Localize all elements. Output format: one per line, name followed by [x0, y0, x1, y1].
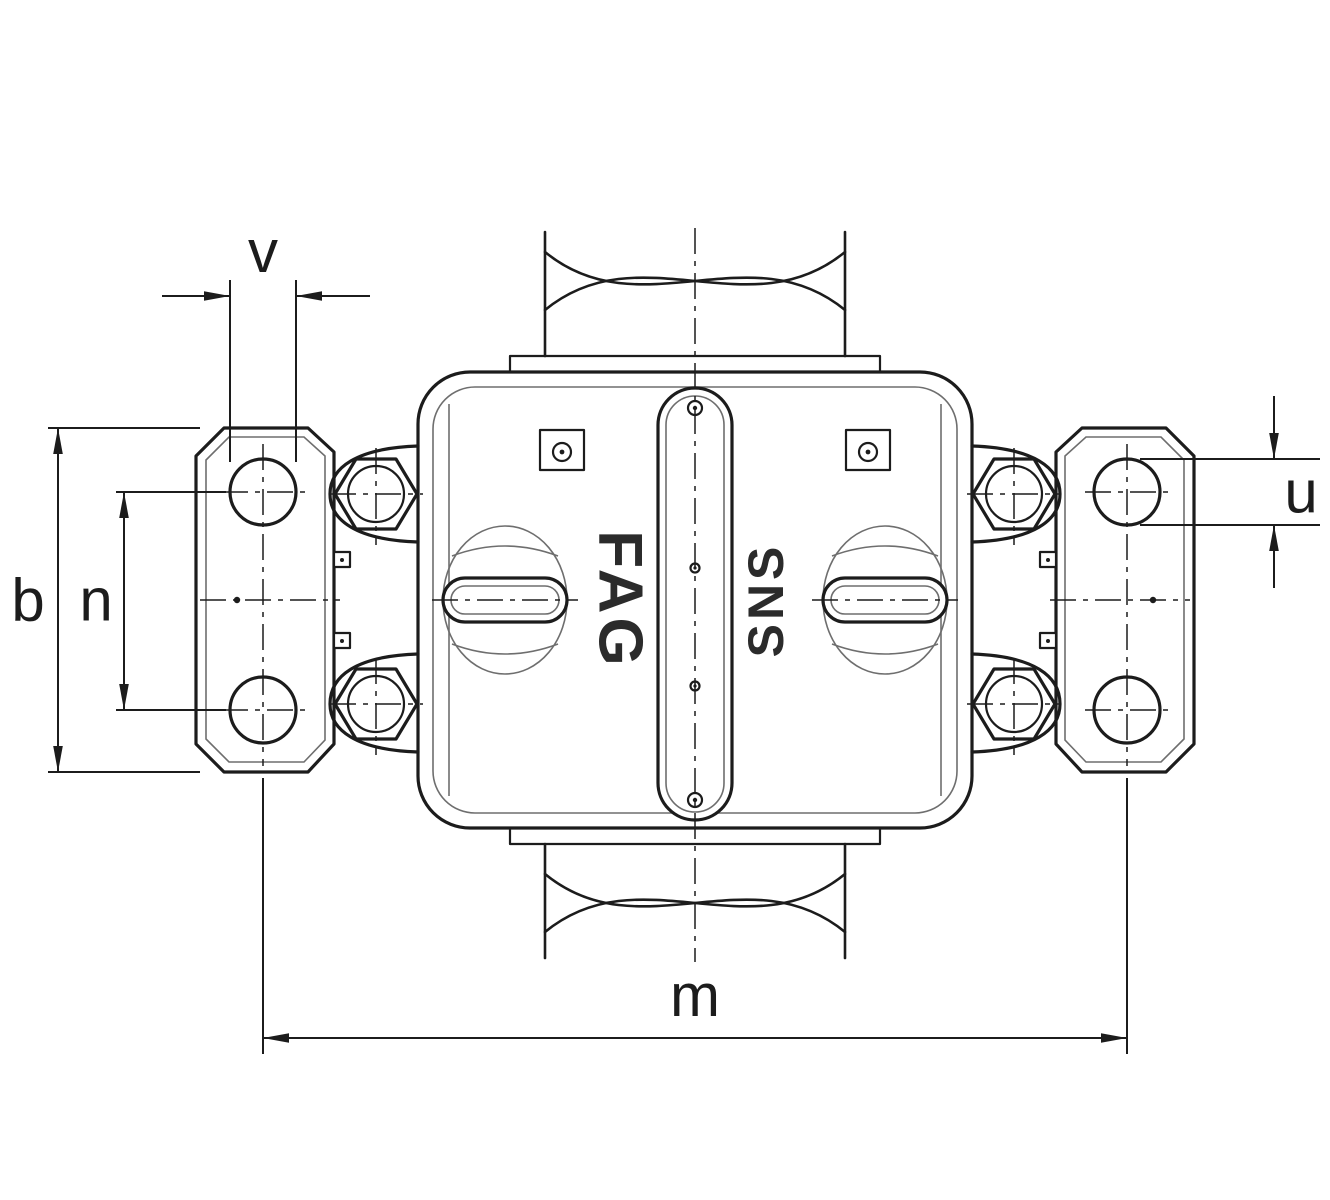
split-lug-dot	[340, 639, 344, 643]
boss-arc	[451, 545, 559, 557]
split-lug-dot	[1046, 558, 1050, 562]
dimension-u: u	[1140, 396, 1320, 588]
split-lug-dot	[340, 558, 344, 562]
tab-hole-center	[865, 449, 871, 455]
center-lines	[200, 228, 1190, 962]
dimension-n: n	[79, 491, 226, 711]
split-lug-dot	[1046, 639, 1050, 643]
cap-screw-center	[692, 797, 698, 803]
dimension-b: b	[11, 427, 200, 773]
flange-plate	[1054, 426, 1196, 774]
dimension-label-b: b	[11, 567, 44, 634]
brand-text-fag: FAG	[586, 530, 655, 669]
dimension-label-u: u	[1284, 459, 1317, 526]
boss-arc	[451, 643, 559, 655]
dowel-tab-right	[844, 428, 892, 472]
boss-arc	[831, 545, 939, 557]
grease-slot	[821, 576, 949, 624]
series-text-sns: SNS	[738, 543, 794, 658]
dimension-v: v	[162, 218, 370, 462]
tab-hole	[857, 441, 879, 463]
dimension-label-v: v	[248, 218, 278, 285]
shaft-collar-bottom	[508, 827, 882, 846]
flange-plate-inner	[205, 436, 326, 763]
tab-hole	[551, 441, 573, 463]
dimension-label-m: m	[670, 962, 720, 1029]
boss-arc	[831, 643, 939, 655]
grease-slot	[441, 576, 569, 624]
dowel-tab-left	[538, 428, 586, 472]
tab-hole-center	[559, 449, 565, 455]
dimension-m: m	[262, 778, 1128, 1054]
dimension-label-n: n	[79, 567, 112, 634]
flange-plate-inner	[1064, 436, 1185, 763]
